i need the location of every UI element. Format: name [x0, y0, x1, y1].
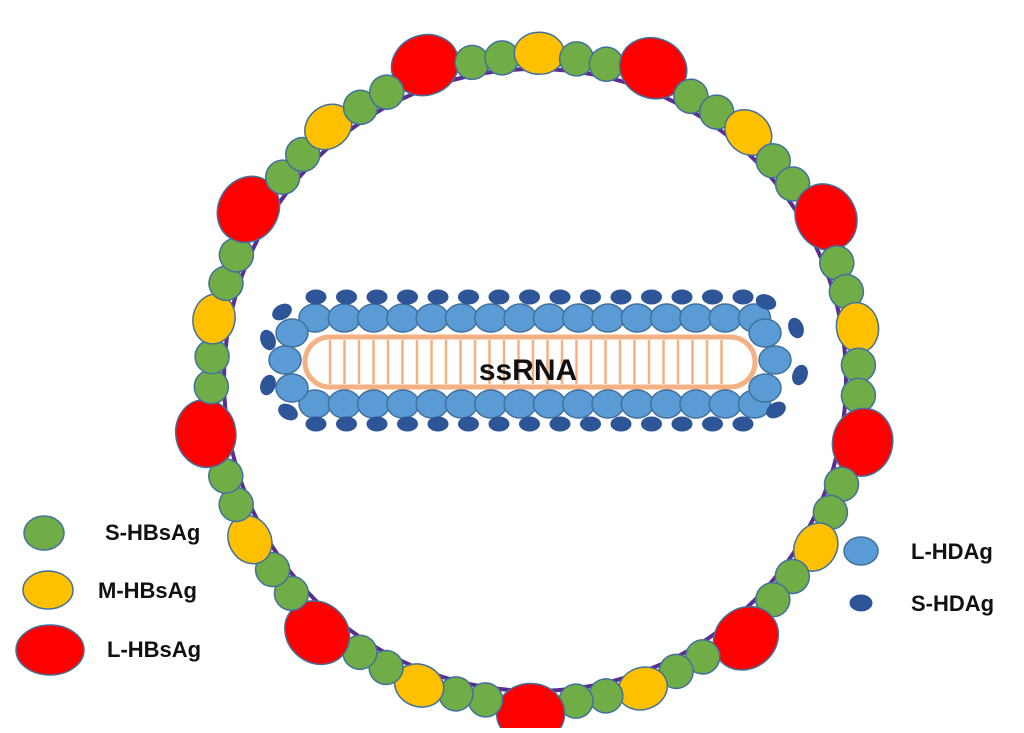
- s-hdag-particle: [519, 416, 540, 432]
- s-hdag-particle: [792, 364, 808, 386]
- legend-right: L-HDAg S-HDAg: [843, 536, 994, 616]
- s-hdag-particle: [549, 416, 571, 432]
- l-hdag-particle: [591, 389, 625, 419]
- l-hdag-particle: [748, 318, 782, 348]
- s-hdag-particle: [278, 403, 298, 421]
- s-hdag-particle: [671, 416, 693, 432]
- l-hdag-particle: [532, 303, 567, 333]
- legend-label-l-hbsag: L-HBsAg: [107, 637, 201, 662]
- m-hbsag-particle: [513, 31, 566, 76]
- s-hdag-particle: [397, 289, 418, 305]
- s-hdag-particle: [580, 289, 601, 305]
- l-hdag-particle: [474, 303, 508, 333]
- l-hdag-particle: [591, 303, 625, 333]
- s-hdag-particle: [671, 289, 693, 305]
- l-hdag-particle: [327, 389, 362, 419]
- ssrna-label: ssRNA: [479, 354, 577, 387]
- s-hdag-particle: [519, 289, 540, 305]
- s-hdag-particle: [755, 294, 777, 310]
- s-hbsag-particle: [840, 377, 877, 414]
- rna-genome: [302, 334, 758, 390]
- legend-swatch-l-hbsag: [15, 624, 85, 676]
- s-hdag-particle: [732, 289, 754, 305]
- legend-swatch-l-hdag: [843, 536, 879, 566]
- s-hdag-particle: [427, 289, 449, 305]
- l-hdag-particle: [474, 389, 508, 419]
- s-hdag-particle: [336, 416, 357, 432]
- s-hbsag-particle: [840, 347, 877, 383]
- s-hdag-particle: [549, 289, 571, 305]
- s-hdag-particle: [610, 289, 632, 305]
- s-hdag-particle: [366, 416, 388, 432]
- s-hdag-particle: [610, 416, 632, 432]
- legend-label-s-hbsag: S-HBsAg: [105, 520, 200, 545]
- l-hdag-particle: [275, 373, 309, 403]
- s-hdag-particle: [732, 416, 754, 432]
- s-hdag-particle: [702, 289, 723, 305]
- l-hdag-particle: [758, 345, 792, 375]
- l-hdag-particle: [268, 345, 302, 375]
- l-hdag-particle: [415, 303, 449, 333]
- s-hdag-particle: [458, 416, 479, 432]
- l-hdag-particle: [620, 389, 655, 419]
- l-hdag-particle: [386, 389, 420, 419]
- s-hbsag-particle: [368, 74, 405, 110]
- s-hdag-particle: [305, 289, 327, 305]
- l-hdag-particle: [503, 389, 537, 419]
- l-hdag-particle: [561, 303, 596, 333]
- legend-label-s-hdag: S-HDAg: [911, 591, 994, 616]
- s-hdag-particle: [272, 303, 292, 321]
- s-hbsag-particle: [193, 369, 230, 405]
- s-hdag-particle: [766, 401, 786, 419]
- s-hdag-particle: [260, 374, 276, 396]
- l-hdag-particle: [327, 303, 362, 333]
- s-hdag-particle: [702, 416, 723, 432]
- s-hdag-particle: [580, 416, 601, 432]
- s-hdag-particle: [305, 416, 327, 432]
- s-hdag-particle: [336, 289, 357, 305]
- l-hdag-particle: [679, 303, 713, 333]
- l-hdag-particle: [532, 389, 567, 419]
- l-hdag-particle: [708, 389, 742, 419]
- s-hdag-particle: [488, 289, 510, 305]
- l-hdag-particle: [415, 389, 449, 419]
- legend-label-m-hbsag: M-HBsAg: [98, 578, 197, 603]
- legend-swatch-s-hbsag: [23, 515, 65, 551]
- l-hdag-particle: [275, 318, 309, 348]
- l-hdag-particle: [748, 373, 782, 403]
- l-hdag-particle: [679, 389, 713, 419]
- l-hdag-particle: [444, 303, 479, 333]
- s-hdag-particle: [427, 416, 449, 432]
- l-hdag-particle: [386, 303, 420, 333]
- s-hdag-particle: [488, 416, 510, 432]
- l-hdag-particle: [708, 303, 742, 333]
- legend-label-l-hdag: L-HDAg: [911, 539, 993, 564]
- l-hdag-particle: [356, 303, 391, 333]
- l-hdag-particle: [561, 389, 596, 419]
- l-hdag-particle: [356, 389, 391, 419]
- legend-swatch-m-hbsag: [22, 570, 74, 610]
- s-hdag-particle: [397, 416, 418, 432]
- s-hdag-particle: [260, 329, 276, 351]
- s-hdag-particle: [641, 289, 662, 305]
- legend-swatch-s-hdag: [849, 594, 873, 612]
- legend-left: S-HBsAg M-HBsAg L-HBsAg: [15, 515, 201, 676]
- s-hdag-particle: [641, 416, 662, 432]
- s-hdag-particle: [366, 289, 388, 305]
- s-hdag-particle: [458, 289, 479, 305]
- s-hdag-particle: [788, 317, 804, 339]
- l-hdag-particle: [444, 389, 479, 419]
- ribonucleoprotein-complex: [260, 289, 808, 432]
- l-hdag-particle: [620, 303, 655, 333]
- l-hdag-particle: [649, 389, 684, 419]
- l-hdag-particle: [503, 303, 537, 333]
- l-hdag-particle: [649, 303, 684, 333]
